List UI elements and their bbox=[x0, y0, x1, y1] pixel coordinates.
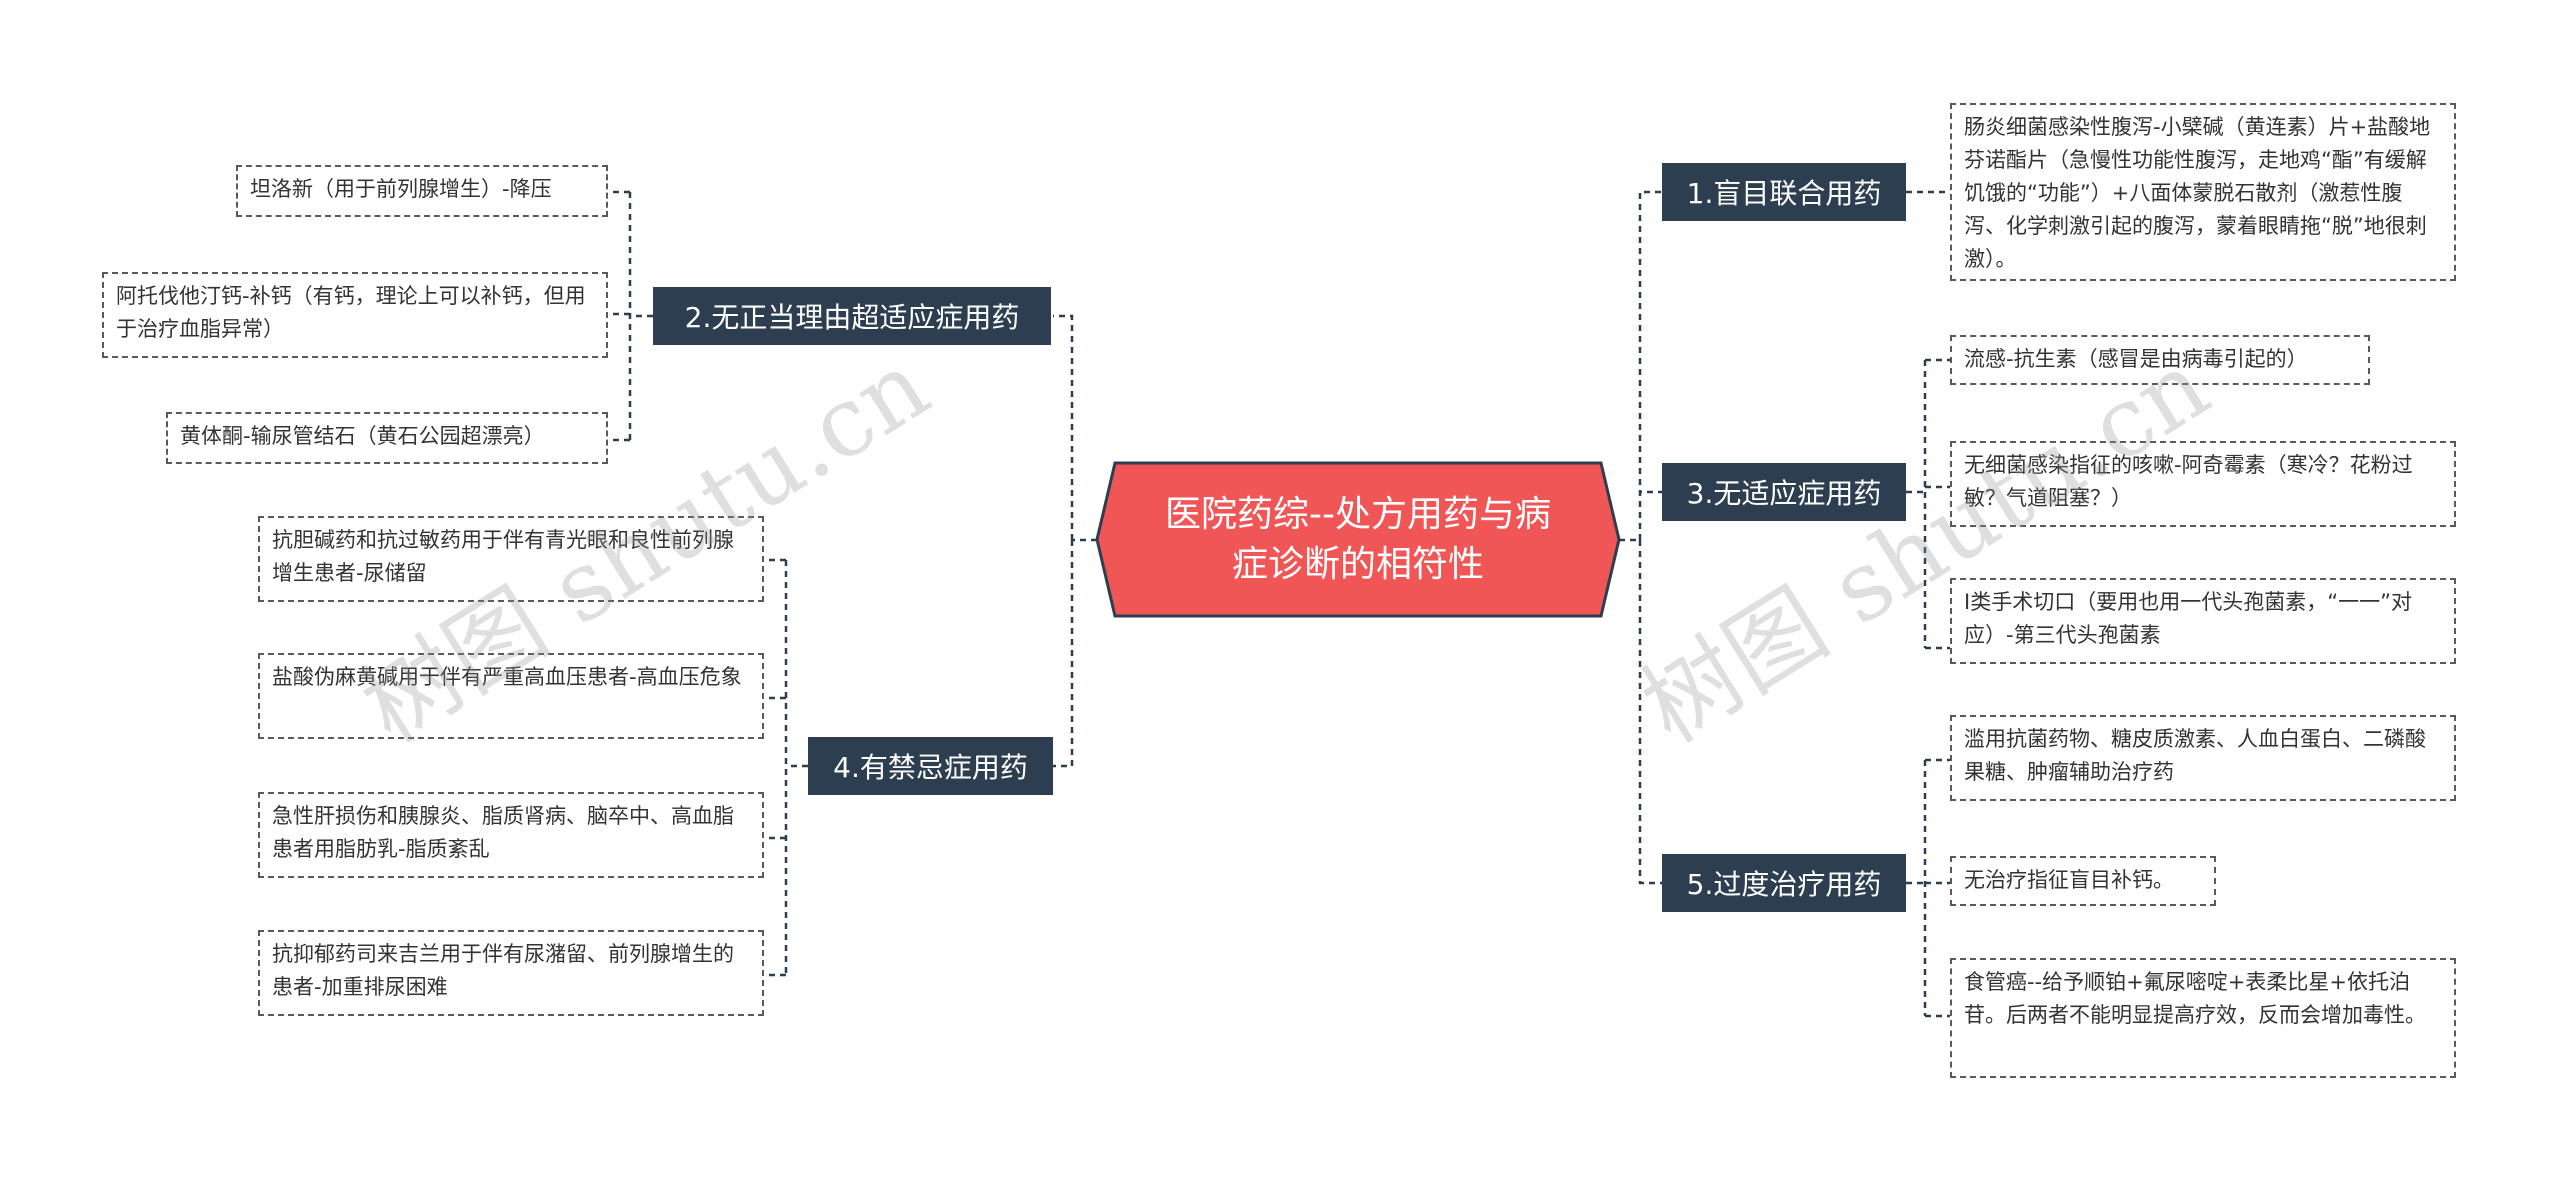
leaf-b5-2[interactable]: 无治疗指征盲目补钙。 bbox=[1950, 856, 2216, 906]
central-topic-line-2: 症诊断的相符性 bbox=[1231, 543, 1484, 585]
leaf-b5-1[interactable]: 滥用抗菌药物、糖皮质激素、人血白蛋白、二磷酸果糖、肿瘤辅助治疗药 bbox=[1950, 715, 2456, 801]
connector-root-left bbox=[1053, 314, 1097, 768]
leaf-b4-3[interactable]: 急性肝损伤和胰腺炎、脂质肾病、脑卒中、高血脂患者用脂肪乳-脂质紊乱 bbox=[258, 792, 764, 878]
connector-b5 bbox=[1906, 758, 1950, 1018]
leaf-b3-3[interactable]: Ⅰ类手术切口（要用也用一代头孢菌素，“一一”对应）-第三代头孢菌素 bbox=[1950, 578, 2456, 664]
connector-root-right bbox=[1619, 190, 1662, 885]
leaf-b2-1[interactable]: 坦洛新（用于前列腺增生）-降压 bbox=[236, 165, 608, 217]
branch-2-off-label[interactable]: 2.无正当理由超适应症用药 bbox=[653, 287, 1051, 345]
central-topic-line-1: 医院药综--处方用药与病 bbox=[1165, 493, 1551, 535]
central-topic[interactable]: 医院药综--处方用药与病 症诊断的相符性 bbox=[1120, 463, 1596, 616]
branch-3-no-indication[interactable]: 3.无适应症用药 bbox=[1662, 463, 1906, 521]
branch-1-blind-combination[interactable]: 1.盲目联合用药 bbox=[1662, 163, 1906, 221]
branch-4-contraindication[interactable]: 4.有禁忌症用药 bbox=[808, 737, 1053, 795]
central-topic-shape bbox=[1095, 461, 1621, 618]
leaf-b3-2[interactable]: 无细菌感染指征的咳嗽-阿奇霉素（寒冷？花粉过敏？气道阻塞？） bbox=[1950, 441, 2456, 527]
leaf-b3-1[interactable]: 流感-抗生素（感冒是由病毒引起的） bbox=[1950, 335, 2370, 385]
leaf-b4-4[interactable]: 抗抑郁药司来吉兰用于伴有尿潴留、前列腺增生的患者-加重排尿困难 bbox=[258, 930, 764, 1016]
connector-b2 bbox=[607, 190, 653, 442]
leaf-b2-2[interactable]: 阿托伐他汀钙-补钙（有钙，理论上可以补钙，但用于治疗血脂异常） bbox=[102, 272, 608, 358]
leaf-b4-2[interactable]: 盐酸伪麻黄碱用于伴有严重高血压患者-高血压危象 bbox=[258, 653, 764, 739]
leaf-b5-3[interactable]: 食管癌--给予顺铂+氟尿嘧啶+表柔比星+依托泊苷。后两者不能明显提高疗效，反而会… bbox=[1950, 958, 2456, 1078]
leaf-b2-3[interactable]: 黄体酮-输尿管结石（黄石公园超漂亮） bbox=[166, 412, 608, 464]
leaf-b4-1[interactable]: 抗胆碱药和抗过敏药用于伴有青光眼和良性前列腺增生患者-尿储留 bbox=[258, 516, 764, 602]
connector-b3 bbox=[1906, 358, 1950, 650]
connector-b4 bbox=[764, 558, 808, 977]
branch-5-overtreatment[interactable]: 5.过度治疗用药 bbox=[1662, 854, 1906, 912]
leaf-b1-1[interactable]: 肠炎细菌感染性腹泻-小檗碱（黄连素）片+盐酸地芬诺酯片（急慢性功能性腹泻，走地鸡… bbox=[1950, 103, 2456, 281]
